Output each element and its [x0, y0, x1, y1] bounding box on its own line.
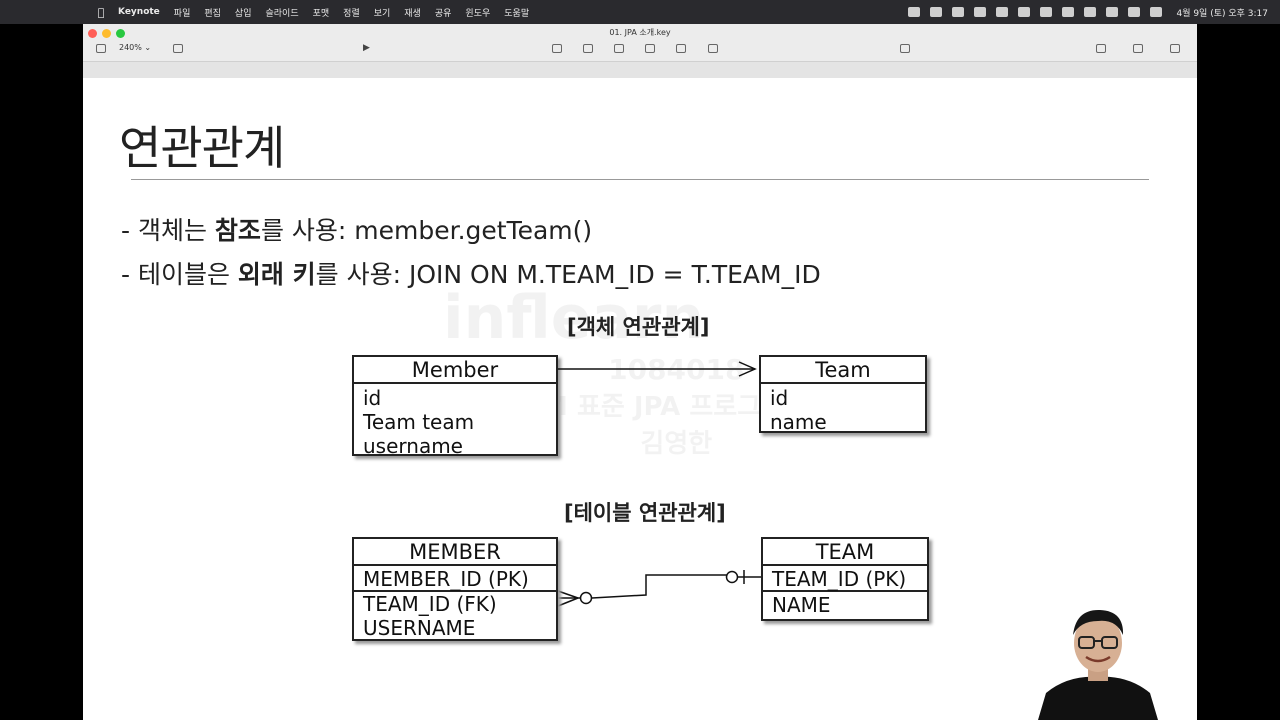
wifi-icon[interactable]: [1106, 7, 1119, 17]
app-status-icon[interactable]: [930, 7, 943, 17]
member-field-team: Team team: [363, 410, 475, 434]
collaborate-icon[interactable]: [900, 44, 910, 53]
menu-format[interactable]: 포맷: [312, 8, 330, 19]
control-center-icon[interactable]: [1150, 7, 1163, 17]
bullet1-bold: 참조: [214, 216, 261, 245]
slide-canvas[interactable]: inflearn 1084018 자바 ORM 표준 JPA 프로그래밍 - 기…: [83, 78, 1197, 720]
animate-icon[interactable]: [1133, 44, 1143, 53]
screen-record-icon[interactable]: [908, 7, 921, 17]
menu-bar:  Keynote 파일 편집 삽입 슬라이드 포맷 정렬 보기 재생 공유 윈…: [0, 0, 1280, 24]
team-table-box[interactable]: TEAM TEAM_ID (PK) NAME: [761, 537, 929, 621]
close-window-button[interactable]: [88, 29, 97, 38]
monitor-icon[interactable]: [974, 7, 987, 17]
relation-lines: [557, 361, 761, 607]
team-class-box[interactable]: Team id name: [759, 355, 927, 434]
member-class-fields: id Team team username: [354, 384, 556, 458]
team-class-header: Team: [761, 357, 925, 384]
menu-view[interactable]: 보기: [373, 8, 391, 19]
menu-play[interactable]: 재생: [404, 8, 421, 19]
team-class-fields: id name: [761, 384, 925, 434]
member-table-box[interactable]: MEMBER MEMBER_ID (PK) TEAM_ID (FK) USERN…: [352, 537, 558, 641]
watermark-author: 김영한: [640, 429, 713, 459]
member-table-header: MEMBER: [354, 539, 556, 566]
input-source-icon[interactable]: [1062, 7, 1075, 17]
play-icon[interactable]: ▶: [363, 43, 370, 53]
member-table-username: USERNAME: [363, 616, 476, 640]
search-icon[interactable]: [1128, 7, 1141, 17]
member-table-fk: TEAM_ID (FK): [363, 592, 497, 616]
zoom-window-button[interactable]: [116, 29, 125, 38]
globe-icon[interactable]: [952, 7, 965, 17]
menu-slide[interactable]: 슬라이드: [265, 8, 299, 19]
bullet-table-foreign-key[interactable]: - 테이블은 외래 키를 사용: JOIN ON M.TEAM_ID = T.T…: [121, 255, 821, 291]
battery-icon[interactable]: [1084, 7, 1097, 17]
member-field-id: id: [363, 386, 382, 410]
title-divider: [131, 179, 1149, 180]
display-icon[interactable]: [996, 7, 1009, 17]
bluetooth-icon[interactable]: [1040, 7, 1053, 17]
menu-arrange[interactable]: 정렬: [343, 8, 360, 19]
bullet2-bold: 외래 키: [237, 260, 316, 289]
team-table-pk: TEAM_ID (PK): [763, 566, 927, 592]
document-icon[interactable]: [1170, 44, 1180, 53]
table-icon[interactable]: [552, 44, 562, 53]
member-field-username: username: [363, 434, 463, 458]
volume-icon[interactable]: [1018, 7, 1031, 17]
text-icon[interactable]: [614, 44, 624, 53]
minimize-window-button[interactable]: [102, 29, 111, 38]
menu-edit[interactable]: 편집: [204, 8, 221, 19]
menu-help[interactable]: 도움말: [504, 8, 530, 19]
document-title[interactable]: 01. JPA 소개.key: [609, 28, 671, 37]
chart-icon[interactable]: [583, 44, 593, 53]
menubar-clock[interactable]: 4월 9일 (토) 오후 3:17: [1176, 8, 1268, 19]
slide-title[interactable]: 연관관계: [119, 121, 285, 175]
toolbar: 01. JPA 소개.key 240% ⌄ ▶: [83, 24, 1197, 62]
zoom-value: 240%: [119, 43, 142, 52]
menu-file[interactable]: 파일: [173, 8, 191, 19]
keynote-window: 01. JPA 소개.key 240% ⌄ ▶ inflearn 1084018…: [83, 24, 1197, 720]
member-table-fields: TEAM_ID (FK) USERNAME: [354, 592, 556, 640]
menu-window[interactable]: 윈도우: [465, 8, 491, 19]
bullet-object-reference[interactable]: - 객체는 참조를 사용: member.getTeam(): [121, 211, 592, 247]
team-field-id: id: [770, 386, 789, 410]
apple-icon[interactable]: : [92, 6, 110, 19]
member-class-box[interactable]: Member id Team team username: [352, 355, 558, 458]
bullet2-suffix: 를 사용: JOIN ON M.TEAM_ID = T.TEAM_ID: [315, 260, 821, 289]
bullet2-prefix: - 테이블은: [121, 260, 238, 289]
object-reference-arrow: [558, 361, 757, 377]
bullet1-prefix: - 객체는: [121, 216, 215, 245]
status-area: 4월 9일 (토) 오후 3:17: [908, 0, 1268, 24]
team-table-header: TEAM: [763, 539, 927, 566]
table-relation-label[interactable]: [테이블 연관관계]: [564, 501, 726, 525]
member-table-pk: MEMBER_ID (PK): [354, 566, 556, 592]
add-slide-icon[interactable]: [173, 44, 183, 53]
shape-icon[interactable]: [645, 44, 655, 53]
media-icon[interactable]: [676, 44, 686, 53]
canvas-background: [83, 62, 1197, 78]
watermark-logo: inflearn: [443, 283, 705, 353]
team-table-name: NAME: [772, 593, 831, 617]
sidebar-toggle-icon[interactable]: [96, 44, 106, 53]
member-class-header: Member: [354, 357, 556, 384]
menu-share[interactable]: 공유: [434, 8, 452, 19]
presenter-video: [1038, 609, 1158, 720]
comment-icon[interactable]: [708, 44, 718, 53]
menu-app-name[interactable]: Keynote: [118, 7, 160, 17]
menu-insert[interactable]: 삽입: [234, 8, 252, 19]
object-relation-label[interactable]: [객체 연관관계]: [567, 315, 710, 339]
bullet1-suffix: 를 사용: member.getTeam(): [260, 216, 593, 245]
crows-foot-connector: [557, 570, 761, 607]
zoom-select[interactable]: 240% ⌄: [119, 43, 152, 52]
format-icon[interactable]: [1096, 44, 1106, 53]
team-field-name: name: [770, 410, 827, 434]
